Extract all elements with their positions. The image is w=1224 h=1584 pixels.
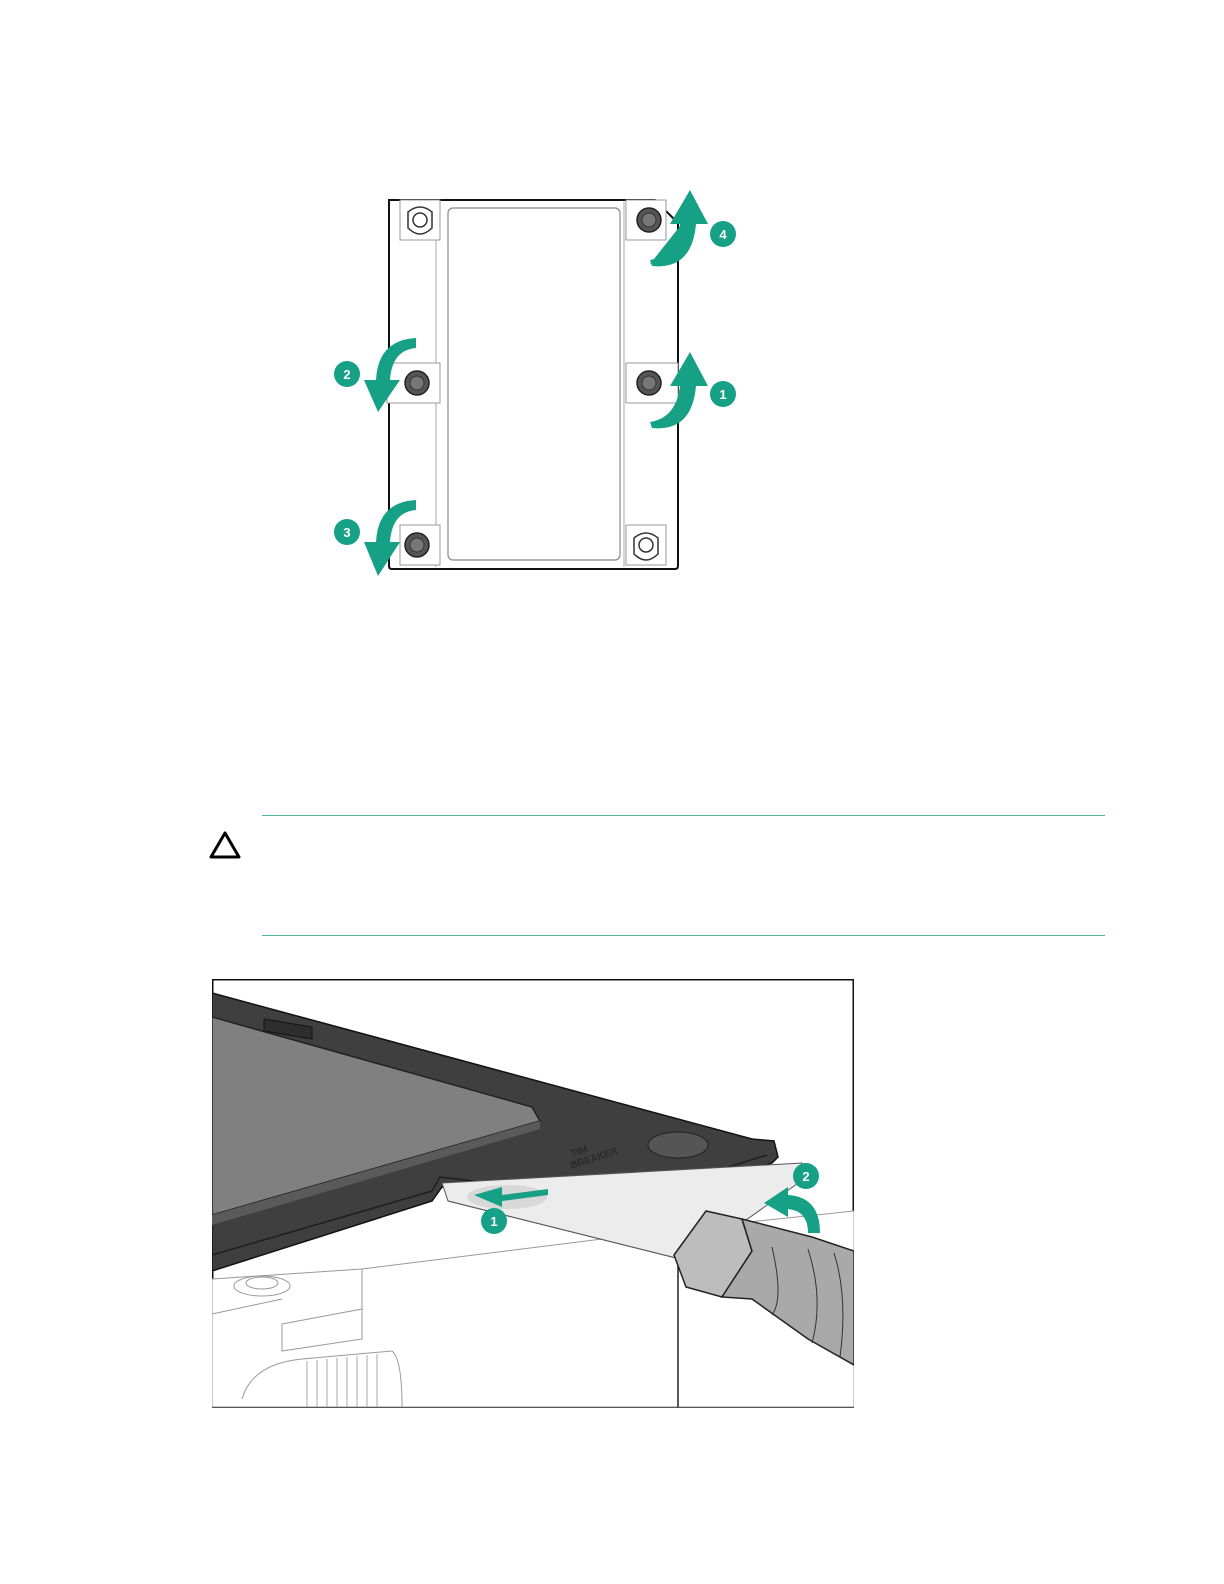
caution-triangle-icon [208,830,242,860]
caution-rule-bottom [262,935,1105,936]
heatsink-center-panel [448,208,620,560]
heatsink-screw-diagram: 4 1 2 3 [320,180,760,590]
tim-breaker-illustration: TIM BREAKER 1 2 [212,979,854,1408]
screw-bottom-left [405,533,429,557]
callout-4: 4 [710,221,736,247]
guide-post-top-left [408,207,432,234]
callout-1: 1 [481,1208,507,1234]
screw-middle-right [637,371,661,395]
svg-text:3: 3 [343,525,350,540]
guide-post-bottom-right [634,533,658,560]
svg-text:1: 1 [719,387,726,402]
caution-rule-top [262,815,1105,816]
callout-3: 3 [334,519,360,545]
svg-text:4: 4 [719,227,727,242]
svg-text:2: 2 [802,1169,809,1184]
svg-text:2: 2 [343,367,350,382]
callout-2: 2 [334,361,360,387]
svg-text:1: 1 [490,1214,497,1229]
frame-hole [648,1132,708,1158]
callout-2: 2 [793,1163,819,1189]
callout-1: 1 [710,381,736,407]
screw-middle-left [405,371,429,395]
screw-top-right [637,208,661,232]
